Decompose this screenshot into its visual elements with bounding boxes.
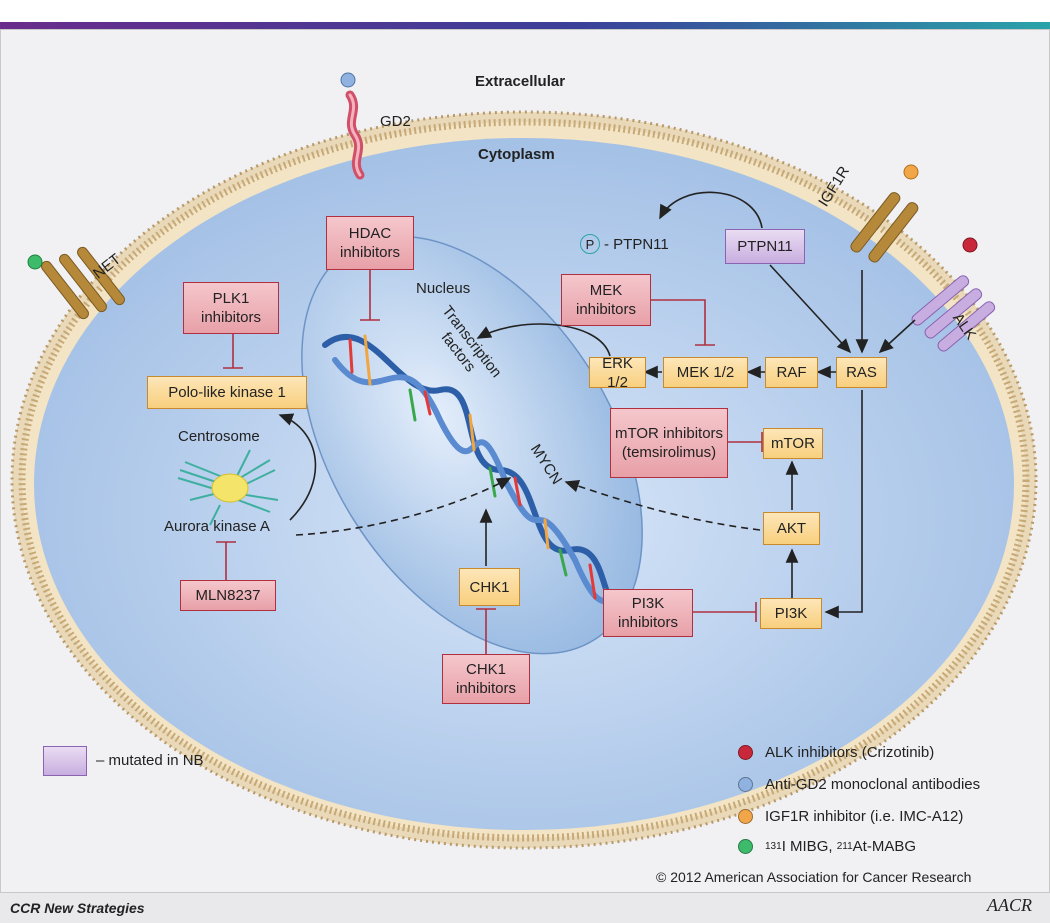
copyright-text: © 2012 American Association for Cancer R…: [656, 869, 972, 885]
legend-mibg-mid: I MIBG,: [781, 838, 833, 855]
plk1-inhibitors-box: PLK1 inhibitors: [183, 282, 279, 334]
arrow-ptpn11-to-ras: [769, 264, 852, 354]
legend-igf1r: IGF1R inhibitor (i.e. IMC-A12): [738, 808, 963, 825]
legend-mibg-end: At-MABG: [852, 838, 916, 855]
erk-box: ERK 1/2: [589, 355, 646, 391]
chk1-inhibitors-box: CHK1 inhibitors: [442, 654, 530, 704]
nucleus-label: Nucleus: [416, 280, 471, 297]
alk-receptor: [911, 275, 996, 352]
mutated-legend-swatch: [43, 746, 87, 776]
ras-box: RAS: [836, 357, 887, 388]
gd2-label: GD2: [380, 113, 411, 130]
legend-gd2: Anti-GD2 monoclonal antibodies: [738, 776, 980, 793]
hdac-inhibitors-box: HDAC inhibitors: [326, 216, 414, 270]
inhibit-pi3k: [690, 602, 757, 622]
arrow-ras-to-pi3k: [824, 390, 863, 619]
inhibit-mln: [216, 541, 236, 580]
legend-gd2-label: Anti-GD2 monoclonal antibodies: [765, 776, 981, 793]
inhibit-hdac: [360, 270, 380, 321]
arrow-aurora-to-polo: [278, 413, 317, 521]
igf1r-receptor: [850, 192, 919, 263]
mtor-box: mTOR: [763, 428, 823, 459]
legend-alk-label: ALK inhibitors (Crizotinib): [765, 744, 935, 761]
cytoplasm-label: Cytoplasm: [478, 146, 555, 163]
arrow-aurora-to-mycn: [295, 477, 512, 536]
top-color-bar: [0, 22, 1050, 29]
mtor-inhibitors-box: mTOR inhibitors (temsirolimus): [610, 408, 728, 478]
aurora-kinase-label: Aurora kinase A: [164, 518, 270, 535]
pi3k-inhibitors-box: PI3K inhibitors: [603, 589, 693, 637]
legend-igf1r-dot: [738, 809, 753, 824]
chk1-box: CHK1: [459, 568, 520, 606]
aacr-logo: AACR: [987, 895, 1032, 915]
inhibit-mek: [648, 299, 715, 346]
inhibit-plk1: [223, 330, 243, 369]
legend-igf1r-label: IGF1R inhibitor (i.e. IMC-A12): [765, 808, 964, 825]
arrow-akt-to-mycn: [564, 479, 761, 531]
legend-alk-dot: [738, 745, 753, 760]
mek-inhibitors-box: MEK inhibitors: [561, 274, 651, 326]
polo-like-kinase-box: Polo-like kinase 1: [147, 376, 307, 409]
inhibit-mtor: [726, 432, 763, 452]
arrow-alk-to-ras: [878, 319, 916, 354]
pi3k-box: PI3K: [760, 598, 822, 629]
dna-helix-graphic: [322, 334, 633, 623]
mek-box: MEK 1/2: [663, 357, 748, 388]
phospho-ptpn11-label: - PTPN11: [604, 235, 669, 253]
footer-bar: CCR New Strategies AACR: [0, 892, 1050, 923]
alk-ligand-dot: [962, 237, 978, 253]
net-ligand-dot: [27, 254, 43, 270]
inhibit-chk1: [476, 608, 496, 655]
mutated-legend-label: – mutated in NB: [96, 752, 204, 769]
net-transporter: [41, 246, 125, 320]
legend-gd2-dot: [738, 777, 753, 792]
legend-mibg-sup2: 211: [836, 841, 853, 852]
raf-box: RAF: [765, 357, 818, 388]
centrosome-label: Centrosome: [178, 428, 260, 445]
centrosome-core: [211, 473, 249, 503]
arrow-ptpn11-to-p: [659, 191, 763, 229]
gd2-ligand-dot: [340, 72, 356, 88]
igf1r-ligand-dot: [903, 164, 919, 180]
akt-box: AKT: [763, 512, 820, 545]
footer-series-label: CCR New Strategies: [10, 900, 145, 916]
legend-alk: ALK inhibitors (Crizotinib): [738, 744, 934, 761]
mln8237-box: MLN8237: [180, 580, 276, 611]
phospho-marker: P: [580, 234, 600, 254]
legend-mibg-dot: [738, 839, 753, 854]
ptpn11-box: PTPN11: [725, 229, 805, 264]
arrow-erk-to-tf: [476, 323, 611, 357]
phospho-ptpn11: P - PTPN11: [580, 234, 669, 254]
legend-mibg-sup1: 131: [765, 841, 782, 852]
extracellular-label: Extracellular: [475, 73, 566, 90]
